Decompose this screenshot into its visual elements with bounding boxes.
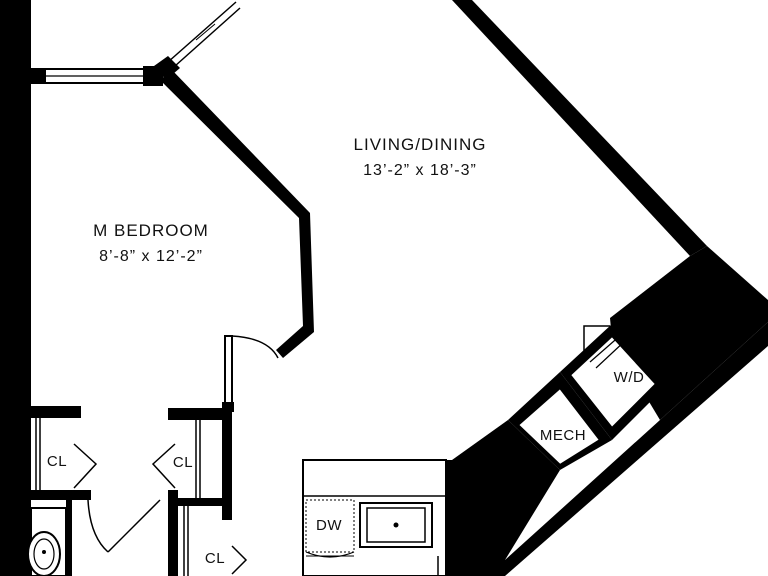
top-window — [31, 66, 163, 86]
living-room-name: LIVING/DINING — [354, 135, 487, 154]
right-diagonal-exterior-wall — [452, 0, 707, 256]
left-exterior-wall — [0, 0, 31, 576]
lower-diagonal-exterior-wall — [505, 322, 768, 576]
bath-door — [87, 499, 161, 553]
bedroom-partition-wall — [160, 70, 314, 358]
living-room-dims: 13’-2” x 18’-3” — [363, 162, 477, 179]
bedroom-name: M BEDROOM — [93, 221, 209, 240]
washer-dryer-label: W/D — [614, 369, 645, 386]
mech-closet — [508, 372, 612, 470]
bath-wall-and-sink — [27, 500, 72, 576]
middle-closet — [151, 408, 232, 576]
kitchen-sink-basin — [366, 507, 426, 543]
mech-label: MECH — [540, 427, 586, 444]
lower-core-mass — [452, 420, 560, 576]
dishwasher-label: DW — [316, 517, 342, 534]
bedroom-door — [222, 335, 279, 412]
closet-bottom-label: CL — [205, 550, 225, 567]
bottom-closet — [183, 506, 248, 576]
washer-dryer-closet — [560, 324, 668, 440]
bedroom-dims: 8’-8” x 12’-2” — [99, 248, 203, 265]
closet-left-label: CL — [47, 453, 67, 470]
closet-mid-label: CL — [173, 454, 193, 471]
dishwasher — [305, 499, 355, 558]
top-diagonal-door — [154, 1, 241, 80]
left-closet — [31, 406, 98, 500]
